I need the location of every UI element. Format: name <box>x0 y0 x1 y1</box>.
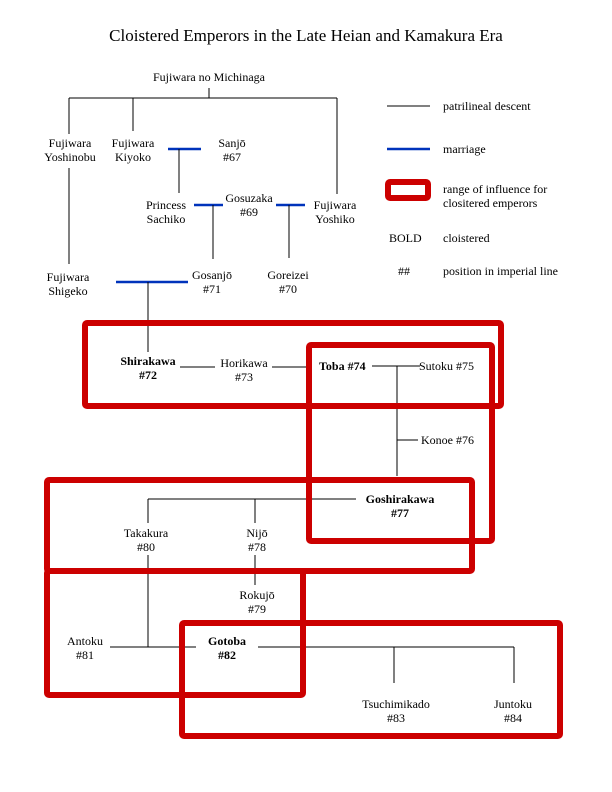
person-name: Shigeko <box>48 284 88 298</box>
person-name: Horikawa <box>220 356 268 370</box>
influence-range-toba <box>306 342 495 544</box>
person-name: Kiyoko <box>115 150 151 164</box>
person-number: #71 <box>203 282 221 296</box>
person-nijo: Nijō #78 <box>246 526 267 554</box>
person-number: #84 <box>503 711 522 725</box>
legend-influence-label-1: range of influence for <box>443 182 548 196</box>
person-gosuzaka: Gosuzaka #69 <box>225 191 272 219</box>
person-name: Fujiwara <box>111 136 155 150</box>
person-gosanjo: Gosanjō #71 <box>192 268 232 296</box>
person-number: #82 <box>217 648 236 662</box>
person-name: Juntoku <box>493 697 533 711</box>
person-name: Yoshiko <box>315 212 355 226</box>
person-shigeko: Fujiwara Shigeko <box>47 270 90 298</box>
diagram-title: Cloistered Emperors in the Late Heian an… <box>109 26 503 45</box>
person-name: Sanjō <box>218 136 246 150</box>
person-shirakawa: Shirakawa #72 <box>120 354 175 382</box>
influence-range-goshirakawa-lower <box>44 568 306 698</box>
person-name: Fujiwara <box>48 136 92 150</box>
person-number: #67 <box>223 150 241 164</box>
person-number: #69 <box>239 205 258 219</box>
legend-number-key: ## <box>398 264 410 278</box>
person-number: #80 <box>137 540 155 554</box>
person-name: Fujiwara <box>313 198 357 212</box>
person-goshirakawa: Goshirakawa #77 <box>366 492 435 520</box>
person-name: Gosanjō <box>192 268 232 282</box>
influence-range-shirakawa <box>82 320 504 409</box>
person-name: Princess <box>146 198 186 212</box>
person-sanjo: Sanjō #67 <box>218 136 245 164</box>
person-gotoba: Gotoba #82 <box>208 634 246 662</box>
person-yoshinobu: Fujiwara Yoshinobu <box>44 136 95 164</box>
legend-number-label: position in imperial line <box>443 264 558 278</box>
person-horikawa: Horikawa #73 <box>220 356 267 384</box>
person-michinaga: Fujiwara no Michinaga <box>153 70 265 84</box>
legend-bold-label: cloistered <box>443 231 490 245</box>
person-number: #70 <box>279 282 297 296</box>
person-name: Nijō <box>246 526 268 540</box>
legend-influence-label-2: clositered emperors <box>443 196 538 210</box>
person-takakura: Takakura #80 <box>124 526 168 554</box>
person-toba: Toba #74 <box>319 359 366 373</box>
person-name: Goreizei <box>267 268 309 282</box>
person-name: Shirakawa <box>120 354 176 368</box>
person-number: #79 <box>248 602 266 616</box>
person-name: Sachiko <box>146 212 186 226</box>
person-number: #72 <box>138 368 157 382</box>
person-number: #73 <box>234 370 253 384</box>
person-rokujo: Rokujō #79 <box>239 588 274 616</box>
person-yoshiko: Fujiwara Yoshiko <box>314 198 357 226</box>
person-sutoku: Sutoku #75 <box>419 359 475 373</box>
person-name: Fujiwara <box>46 270 90 284</box>
person-name: Takakura <box>123 526 169 540</box>
legend-descent-label: patrilineal descent <box>443 99 531 113</box>
person-konoe: Konoe #76 <box>421 433 474 447</box>
person-number: #77 <box>391 506 409 520</box>
influence-range-gotoba <box>179 620 563 739</box>
person-name: Gosuzaka <box>225 191 273 205</box>
person-name: Goshirakawa <box>365 492 435 506</box>
person-juntoku: Juntoku #84 <box>494 697 532 725</box>
person-name: Gotoba <box>207 634 247 648</box>
person-name: Tsuchimikado <box>362 697 430 711</box>
legend-marriage-label: marriage <box>443 142 486 156</box>
legend-influence-swatch <box>385 179 431 201</box>
person-kiyoko: Fujiwara Kiyoko <box>112 136 155 164</box>
person-number: #81 <box>76 648 94 662</box>
person-tsuchimikado: Tsuchimikado #83 <box>362 697 430 725</box>
person-goreizei: Goreizei #70 <box>267 268 308 296</box>
person-name: Rokujō <box>239 588 275 602</box>
person-antoku: Antoku #81 <box>67 634 103 662</box>
person-number: #78 <box>248 540 266 554</box>
person-sachiko: Princess Sachiko <box>146 198 186 226</box>
legend-bold-key: BOLD <box>389 231 422 245</box>
person-name: Yoshinobu <box>44 150 96 164</box>
person-number: #83 <box>386 711 405 725</box>
person-name: Antoku <box>67 634 103 648</box>
